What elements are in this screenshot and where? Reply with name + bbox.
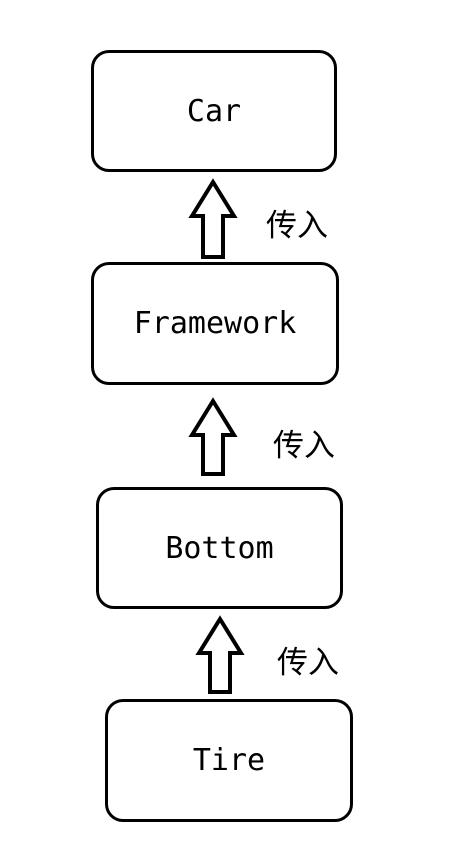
node-bottom-label: Bottom (165, 530, 274, 566)
up-arrow-icon (195, 615, 245, 694)
edge-label: 传入 (266, 208, 328, 244)
up-arrow-icon (188, 178, 238, 259)
node-bottom: Bottom (96, 487, 343, 609)
edge-label: 传入 (277, 645, 339, 681)
node-car-label: Car (186, 93, 242, 129)
up-arrow-icon (188, 397, 238, 476)
node-framework: Framework (91, 262, 339, 385)
node-tire-label: Tire (192, 743, 266, 778)
node-tire: Tire (105, 699, 353, 822)
edge-label: 传入 (273, 428, 335, 464)
node-framework-label: Framework (133, 306, 297, 341)
node-car: Car (91, 50, 337, 172)
